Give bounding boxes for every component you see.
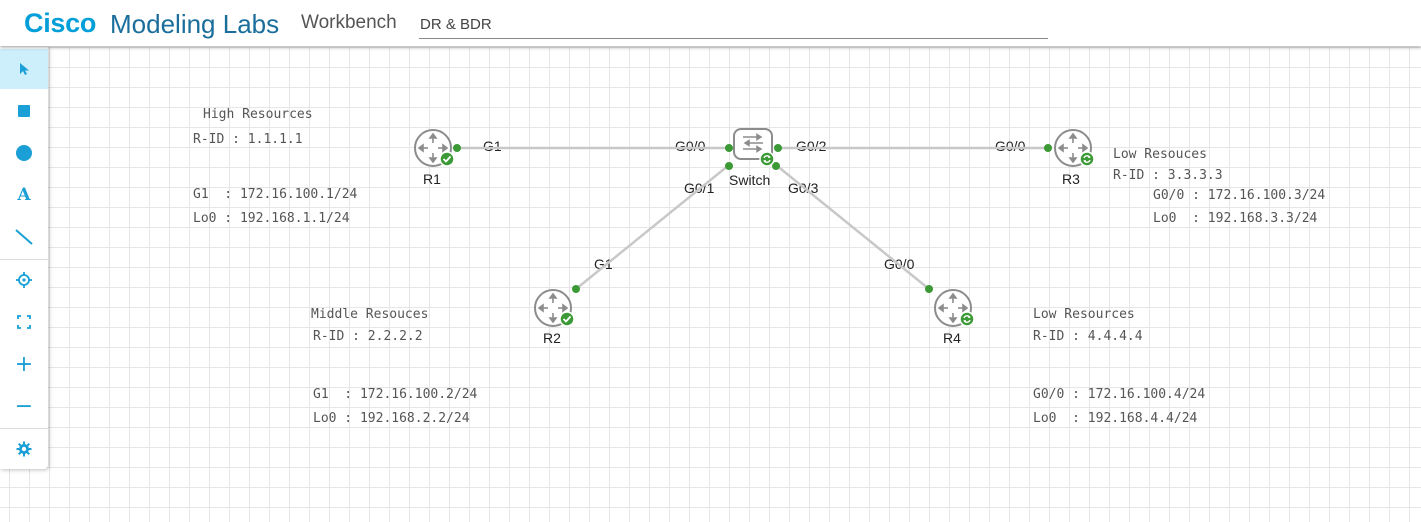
section-title: Workbench — [301, 12, 397, 33]
router-r2-icon[interactable] — [531, 286, 575, 330]
interface-label: G0/0 — [675, 138, 706, 154]
zoom-in-icon: + — [14, 351, 34, 377]
annotation-r3-if1[interactable]: G0/0 : 172.16.100.3/24 — [1153, 188, 1326, 203]
app-header: Cisco Modeling Labs Workbench — [0, 0, 1421, 46]
annotation-r2-if1[interactable]: G1 : 172.16.100.2/24 — [313, 387, 478, 402]
switch-icon[interactable] — [731, 126, 775, 170]
ellipse-tool-button[interactable] — [0, 133, 48, 173]
fit-to-screen-button[interactable] — [0, 302, 48, 342]
router-r1-icon[interactable] — [411, 126, 455, 170]
node-label-r2: R2 — [543, 330, 561, 346]
node-label-switch: Switch — [729, 172, 771, 188]
annotation-r3-rid[interactable]: R-ID : 3.3.3.3 — [1113, 168, 1223, 183]
annotation-r2-rid[interactable]: R-ID : 2.2.2.2 — [313, 329, 423, 344]
annotation-r1-rid[interactable]: R-ID : 1.1.1.1 — [193, 132, 303, 147]
toolbar-divider — [0, 259, 48, 260]
annotation-r4-if1[interactable]: G0/0 : 172.16.100.4/24 — [1033, 387, 1206, 402]
annotation-r3-if2[interactable]: Lo0 : 192.168.3.3/24 — [1153, 211, 1318, 226]
annotation-r4-if2[interactable]: Lo0 : 192.168.4.4/24 — [1033, 411, 1198, 426]
annotation-r3-title[interactable]: Low Resouces — [1113, 147, 1207, 162]
interface-label: G1 — [594, 256, 613, 272]
node-label-r3: R3 — [1062, 171, 1080, 187]
annotation-r1-if1[interactable]: G1 : 172.16.100.1/24 — [193, 187, 358, 202]
crosshair-icon — [16, 272, 32, 288]
annotation-r1-title[interactable]: High Resources — [203, 107, 313, 122]
rectangle-tool-button[interactable] — [0, 91, 48, 131]
pointer-arrow-icon — [20, 63, 29, 75]
router-r4-icon[interactable] — [931, 286, 975, 330]
annotation-r2-if2[interactable]: Lo0 : 192.168.2.2/24 — [313, 411, 470, 426]
brand-logo-bold: Cisco — [24, 8, 97, 38]
zoom-out-icon: − — [14, 393, 34, 419]
router-r3-icon[interactable] — [1051, 126, 1095, 170]
left-toolbar: A + − — [0, 47, 48, 469]
line-icon — [15, 229, 33, 245]
lab-name-input[interactable] — [419, 10, 1048, 39]
zoom-in-button[interactable]: + — [0, 344, 48, 384]
interface-label: G0/2 — [796, 138, 827, 154]
node-label-r1: R1 — [423, 171, 441, 187]
annotation-r4-title[interactable]: Low Resources — [1033, 307, 1135, 322]
interface-label: G0/1 — [684, 180, 715, 196]
line-tool-button[interactable] — [0, 217, 48, 257]
annotation-r1-if2[interactable]: Lo0 : 192.168.1.1/24 — [193, 211, 350, 226]
ellipse-icon — [16, 145, 32, 161]
zoom-out-button[interactable]: − — [0, 386, 48, 426]
gear-icon — [16, 441, 32, 457]
fit-to-screen-icon — [17, 315, 31, 329]
settings-button[interactable] — [0, 429, 48, 469]
text-tool-button[interactable]: A — [0, 175, 48, 215]
annotation-r2-title[interactable]: Middle Resouces — [311, 307, 429, 322]
toolbar-divider — [0, 428, 48, 429]
interface-label: G0/3 — [788, 180, 819, 196]
node-label-r4: R4 — [943, 330, 961, 346]
brand-logo-text: Modeling Labs — [110, 9, 280, 39]
center-view-button[interactable] — [0, 260, 48, 300]
annotation-r4-rid[interactable]: R-ID : 4.4.4.4 — [1033, 329, 1143, 344]
rectangle-icon — [18, 105, 30, 117]
interface-label: G0/0 — [884, 256, 915, 272]
interface-label: G1 — [483, 138, 502, 154]
interface-label: G0/0 — [995, 138, 1026, 154]
select-tool-button[interactable] — [0, 49, 48, 89]
text-icon: A — [17, 185, 31, 205]
